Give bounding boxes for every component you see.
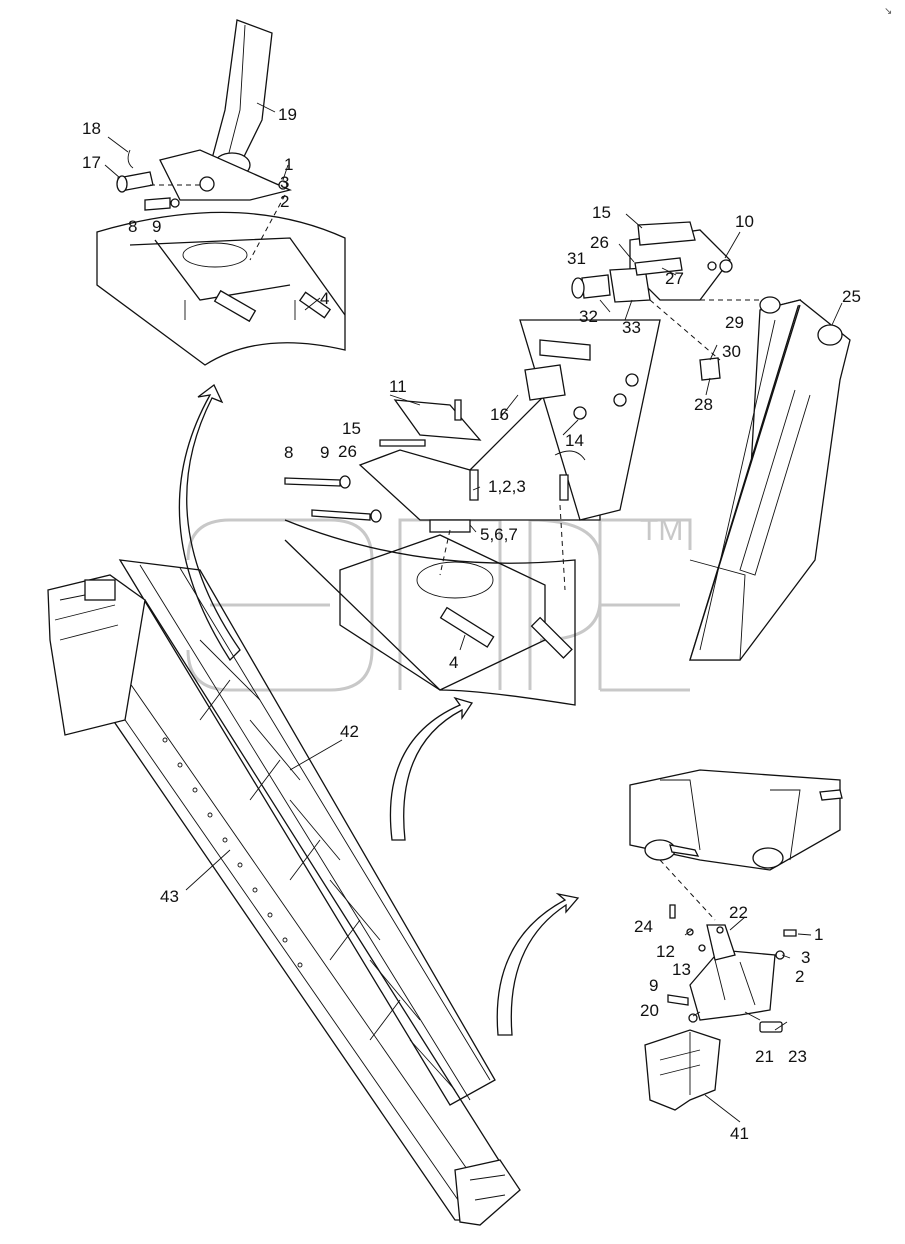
callout-20: 20 <box>640 1001 659 1020</box>
callout-16: 16 <box>490 405 509 424</box>
callout-8: 8 <box>128 217 137 236</box>
callout-43: 43 <box>160 887 179 906</box>
callout-13: 13 <box>672 960 691 979</box>
callout-5-6-7: 5,6,7 <box>480 525 518 544</box>
callout-30: 30 <box>722 342 741 361</box>
center-detail <box>284 221 760 706</box>
callout-27: 27 <box>665 269 684 288</box>
callout-23: 23 <box>788 1047 807 1066</box>
callout-11: 11 <box>389 377 407 396</box>
flow-arrows <box>178 384 580 1036</box>
callout-9: 9 <box>152 217 161 236</box>
callout-17: 17 <box>82 153 101 172</box>
right-boom-tip <box>689 296 851 661</box>
callout-31: 31 <box>567 249 586 268</box>
callout-21: 21 <box>755 1047 774 1066</box>
callout-4: 4 <box>320 289 329 308</box>
callout-2: 2 <box>280 192 289 211</box>
callout-1-c: 1 <box>814 925 823 944</box>
callout-4-b: 4 <box>449 653 458 672</box>
callout-10: 10 <box>735 212 754 231</box>
callout-32: 32 <box>579 307 598 326</box>
callout-1-2-3: 1,2,3 <box>488 477 526 496</box>
callout-labels: 18 17 19 1 3 2 8 9 4 15 10 26 31 27 25 3… <box>82 105 861 1143</box>
callout-15-b: 15 <box>342 419 361 438</box>
boom-holes <box>162 737 303 968</box>
callout-2-c: 2 <box>795 967 804 986</box>
bottom-right-detail <box>629 769 843 1111</box>
callout-28: 28 <box>694 395 713 414</box>
callout-15: 15 <box>592 203 611 222</box>
callout-18: 18 <box>82 119 101 138</box>
callout-3: 3 <box>280 173 289 192</box>
callout-9-b: 9 <box>320 443 329 462</box>
callout-14: 14 <box>565 431 584 450</box>
watermark-tm: TM <box>640 514 683 547</box>
callout-22: 22 <box>729 903 748 922</box>
callout-26-b: 26 <box>338 442 357 461</box>
callout-29: 29 <box>725 313 744 332</box>
watermark-logo: TM <box>186 514 692 692</box>
callout-41: 41 <box>730 1124 749 1143</box>
top-left-detail <box>96 19 346 366</box>
callout-8-b: 8 <box>284 443 293 462</box>
callout-25: 25 <box>842 287 861 306</box>
callout-1: 1 <box>284 155 293 174</box>
callout-3-c: 3 <box>801 948 810 967</box>
main-boom <box>47 559 521 1226</box>
callout-12: 12 <box>656 942 675 961</box>
callout-9-c: 9 <box>649 976 658 995</box>
callout-33: 33 <box>622 318 641 337</box>
callout-24: 24 <box>634 917 653 936</box>
leader-lines <box>104 102 843 1123</box>
callout-19: 19 <box>278 105 297 124</box>
callout-26: 26 <box>590 233 609 252</box>
corner-mark: ↘ <box>884 6 892 17</box>
callout-42: 42 <box>340 722 359 741</box>
